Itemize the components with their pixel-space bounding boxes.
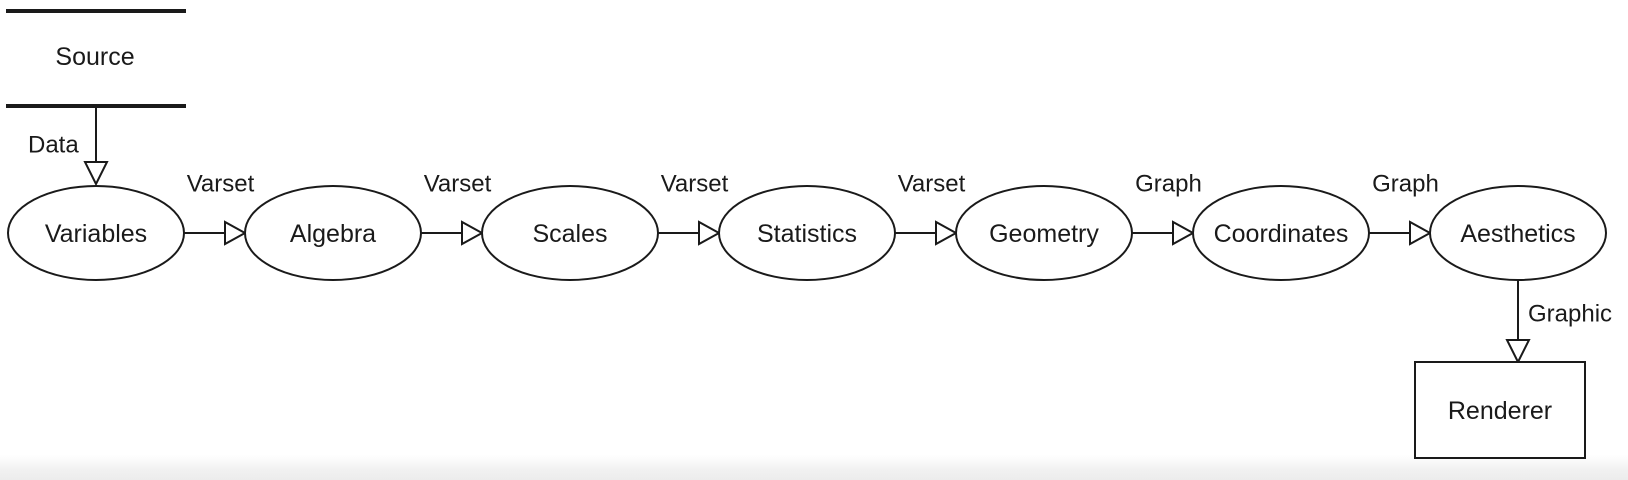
edge-geometry-arrowhead — [1172, 220, 1196, 246]
aesthetics-label: Aesthetics — [1460, 220, 1575, 248]
scales-label: Scales — [532, 220, 607, 248]
edge-algebra-arrowhead — [461, 220, 485, 246]
renderer-label: Renderer — [1448, 397, 1552, 425]
edge-variables-arrowhead — [224, 220, 248, 246]
renderer-box — [1414, 361, 1586, 459]
node-variables: Variables — [7, 185, 185, 281]
edge-variables-label: Varset — [187, 171, 255, 198]
source-label: Source — [55, 43, 134, 71]
algebra-label: Algebra — [290, 220, 376, 248]
edge-algebra-label: Varset — [424, 171, 492, 198]
edge-statistics-arrowhead — [935, 220, 959, 246]
renderer-node: Renderer — [1414, 361, 1586, 459]
data-edge-label: Data — [28, 132, 79, 159]
data-edge-arrowhead — [83, 161, 109, 187]
variables-label: Variables — [45, 220, 147, 248]
edge-algebra: Varset — [421, 171, 492, 246]
edge-aesthetics-arrowhead — [1505, 339, 1531, 365]
node-coordinates: Coordinates — [1192, 185, 1370, 281]
edge-scales: Varset — [658, 171, 729, 246]
edge-statistics-label: Varset — [898, 171, 966, 198]
edge-geometry: Graph — [1132, 171, 1202, 246]
edge-coordinates-arrowhead — [1409, 220, 1433, 246]
edge-variables: Varset — [184, 171, 255, 246]
node-aesthetics: Aesthetics — [1429, 185, 1607, 281]
edge-aesthetics: Graphic — [1505, 280, 1612, 365]
statistics-label: Statistics — [757, 220, 857, 248]
edge-geometry-label: Graph — [1135, 171, 1202, 198]
geometry-label: Geometry — [989, 220, 1099, 248]
node-statistics: Statistics — [718, 185, 896, 281]
edge-coordinates-label: Graph — [1372, 171, 1439, 198]
edge-scales-arrowhead — [698, 220, 722, 246]
node-scales: Scales — [481, 185, 659, 281]
coordinates-label: Coordinates — [1214, 220, 1349, 248]
node-algebra: Algebra — [244, 185, 422, 281]
edge-aesthetics-label: Graphic — [1528, 301, 1612, 328]
data-edge: Data — [28, 106, 109, 187]
node-geometry: Geometry — [955, 185, 1133, 281]
edge-coordinates: Graph — [1369, 171, 1439, 246]
edge-scales-label: Varset — [661, 171, 729, 198]
source-node: Source — [6, 9, 186, 108]
edge-statistics: Varset — [895, 171, 966, 246]
